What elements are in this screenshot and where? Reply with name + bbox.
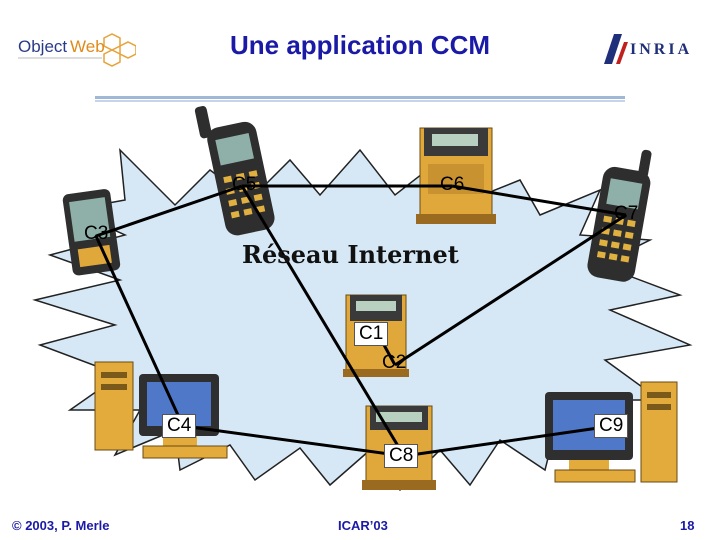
component-label-c1: C1 [354, 322, 389, 346]
title-rule-secondary [95, 100, 625, 102]
desktop-computer-c4 [94, 361, 228, 459]
objectweb-logo-object: Object [18, 37, 67, 56]
link-c5-c8 [240, 185, 406, 457]
link-c4-c8 [182, 424, 405, 458]
slide-title: Une application CCM [229, 30, 490, 60]
links-layer [94, 184, 627, 458]
title-rule [95, 96, 625, 99]
mobile-phone-c7 [587, 149, 652, 282]
inria-logo-text: INRIA [630, 41, 692, 58]
objectweb-logo: Object Web [16, 32, 137, 72]
footer-page-number: 18 [680, 518, 695, 533]
component-label-c7: C7 [614, 203, 639, 224]
footer-conference: ICAR’03 [338, 518, 388, 533]
component-label-c6: C6 [440, 174, 465, 195]
objectweb-logo-web: Web [70, 37, 105, 56]
link-c3-c4 [94, 235, 185, 427]
component-label-c3: C3 [84, 223, 109, 244]
component-label-c8: C8 [384, 444, 419, 468]
terminal-c8 [362, 405, 436, 490]
link-c8-c9 [403, 424, 613, 458]
internet-network-label: Réseau Internet [242, 240, 459, 269]
component-label-c4: C4 [162, 414, 197, 438]
desktop-computer-c9 [545, 381, 678, 483]
terminal-c6 [416, 127, 496, 224]
link-c6-c7 [451, 184, 627, 217]
mobile-phone-c5 [194, 106, 275, 236]
link-c3-c5 [95, 184, 243, 238]
component-label-c5: C5 [232, 174, 257, 195]
component-label-c9: C9 [594, 414, 629, 438]
link-c2-c7 [394, 213, 627, 367]
inria-logo: INRIA [600, 30, 700, 70]
pda-c3 [62, 189, 121, 276]
component-label-c2: C2 [382, 352, 407, 373]
footer-copyright: © 2003, P. Merle [12, 518, 110, 533]
